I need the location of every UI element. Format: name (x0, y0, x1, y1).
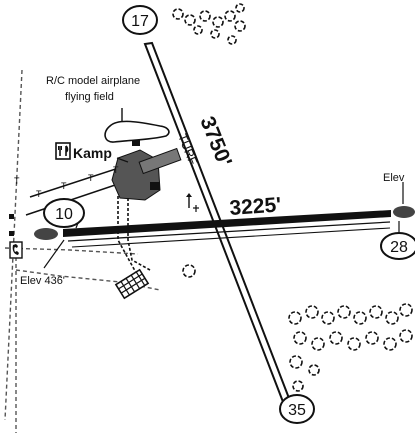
road-mark-t: T (14, 176, 20, 186)
runway-end-28-label: 28 (390, 239, 408, 256)
parallel-taxiway-outer (71, 227, 391, 248)
road-mark-t: T (61, 181, 67, 191)
road-mark-t: T (36, 189, 42, 199)
runway-end-blob-east (393, 206, 415, 218)
wind-indicator (186, 193, 199, 212)
turf-runway-length-label: 3750' (195, 113, 236, 170)
paved-runway-length-label: 3225' (229, 193, 282, 220)
fence-line (25, 164, 131, 216)
turf-surface-label: TURF (175, 132, 200, 167)
ramp-area (111, 138, 182, 281)
runway-end-blob-west (34, 228, 58, 240)
marker-square (9, 231, 14, 236)
paved-runway (63, 210, 391, 237)
hangar-block (114, 268, 150, 300)
elevation-east-label: Elev (383, 172, 405, 184)
parallel-taxiway (67, 221, 391, 242)
tree-cluster-southeast (288, 303, 413, 410)
elevation-west-label: Elev 436' (20, 275, 65, 287)
tree-single (182, 264, 196, 278)
facility-name-label: Kamp (73, 145, 112, 161)
kamp-pointer (116, 157, 129, 163)
runway-end-35-label: 35 (288, 402, 306, 419)
runway-end-35-badge: 35 (279, 394, 315, 424)
rc-field-shape (104, 120, 170, 143)
runway-end-17-badge: 17 (122, 5, 158, 35)
road-mark-t: T (88, 173, 94, 183)
road-mark-t: T (113, 165, 119, 175)
runway-end-17-label: 17 (131, 13, 149, 30)
runway-end-28-badge: 28 (380, 232, 415, 260)
tree-cluster-north (172, 3, 246, 45)
rc-field-note-line2: flying field (65, 91, 114, 103)
telephone-icon (9, 241, 23, 259)
runway-end-10-badge: 10 (43, 198, 85, 228)
marker-square (9, 214, 14, 219)
fork-knife-icon (55, 142, 71, 160)
elev-west-pointer (43, 239, 65, 269)
rc-field-note-line1: R/C model airplane (46, 75, 140, 87)
runway-end-10-label: 10 (55, 206, 73, 223)
